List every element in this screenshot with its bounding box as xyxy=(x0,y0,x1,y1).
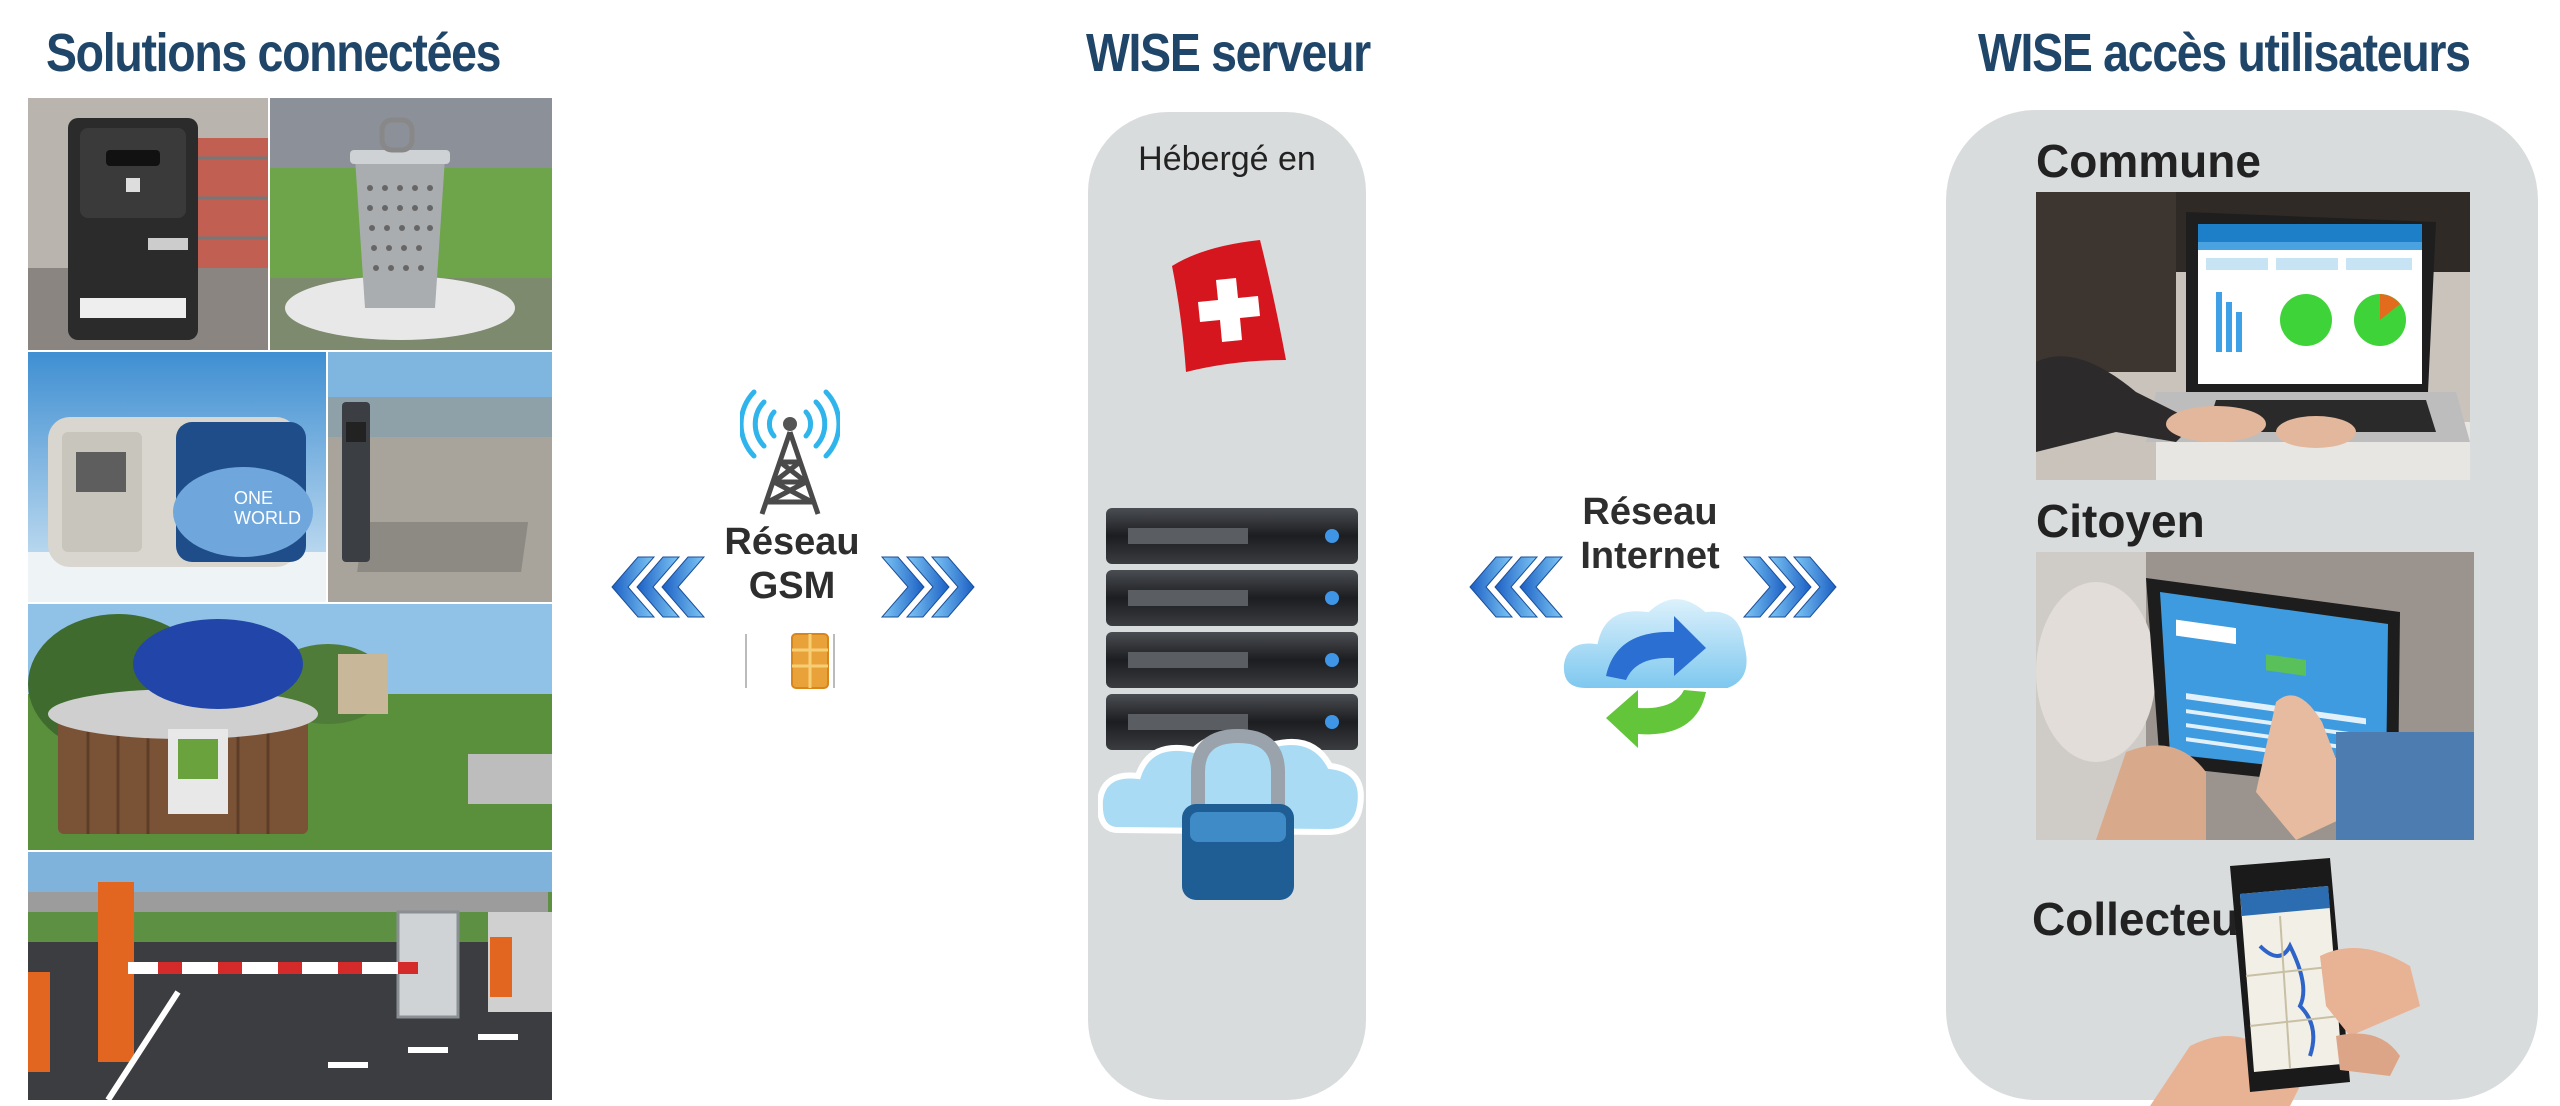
left-arrows-icon-2 xyxy=(1469,556,1564,618)
right-arrows-icon xyxy=(880,556,975,618)
photo-waste-kiosk: ONE WORLD xyxy=(28,352,326,602)
title-wise-server: WISE serveur xyxy=(1086,23,1371,83)
photo-commune-laptop xyxy=(2036,192,2470,480)
antenna-tower-icon xyxy=(740,389,840,515)
internet-label: Réseau Internet xyxy=(1560,490,1740,578)
gsm-label: Réseau GSM xyxy=(712,520,872,608)
kiosk-text: ONE WORLD xyxy=(234,488,301,528)
title-wise-user-access: WISE accès utilisateurs xyxy=(1978,23,2471,83)
sim-card-icon xyxy=(745,633,835,689)
swiss-flag-icon xyxy=(1172,240,1286,372)
photo-card-reader-post xyxy=(328,352,552,602)
photo-citoyen-tablet xyxy=(2036,552,2474,840)
internet-label-line1: Réseau xyxy=(1582,491,1718,533)
photo-connected-bin-steel xyxy=(270,98,552,350)
label-citoyen: Citoyen xyxy=(2036,495,2205,547)
server-rack-icon xyxy=(1098,508,1364,900)
photo-underground-container xyxy=(28,604,552,850)
cloud-sync-icon xyxy=(1559,595,1751,748)
label-commune: Commune xyxy=(2036,135,2261,187)
internet-label-line2: Internet xyxy=(1580,535,1720,577)
title-connected-solutions: Solutions connectées xyxy=(46,23,501,83)
photo-waste-center-barrier xyxy=(28,852,552,1100)
phone-map-icon xyxy=(2150,858,2420,1106)
photo-connected-bin-black xyxy=(28,98,268,350)
left-arrows-icon xyxy=(611,556,706,618)
secure-cloud-lock-icon xyxy=(1098,728,1364,900)
gsm-label-line1: Réseau xyxy=(724,521,860,563)
gsm-label-line2: GSM xyxy=(748,565,836,607)
hosted-label: Hébergé en xyxy=(1138,140,1316,178)
label-collecteur: Collecteur xyxy=(2032,893,2257,945)
right-arrows-icon-2 xyxy=(1742,556,1837,618)
